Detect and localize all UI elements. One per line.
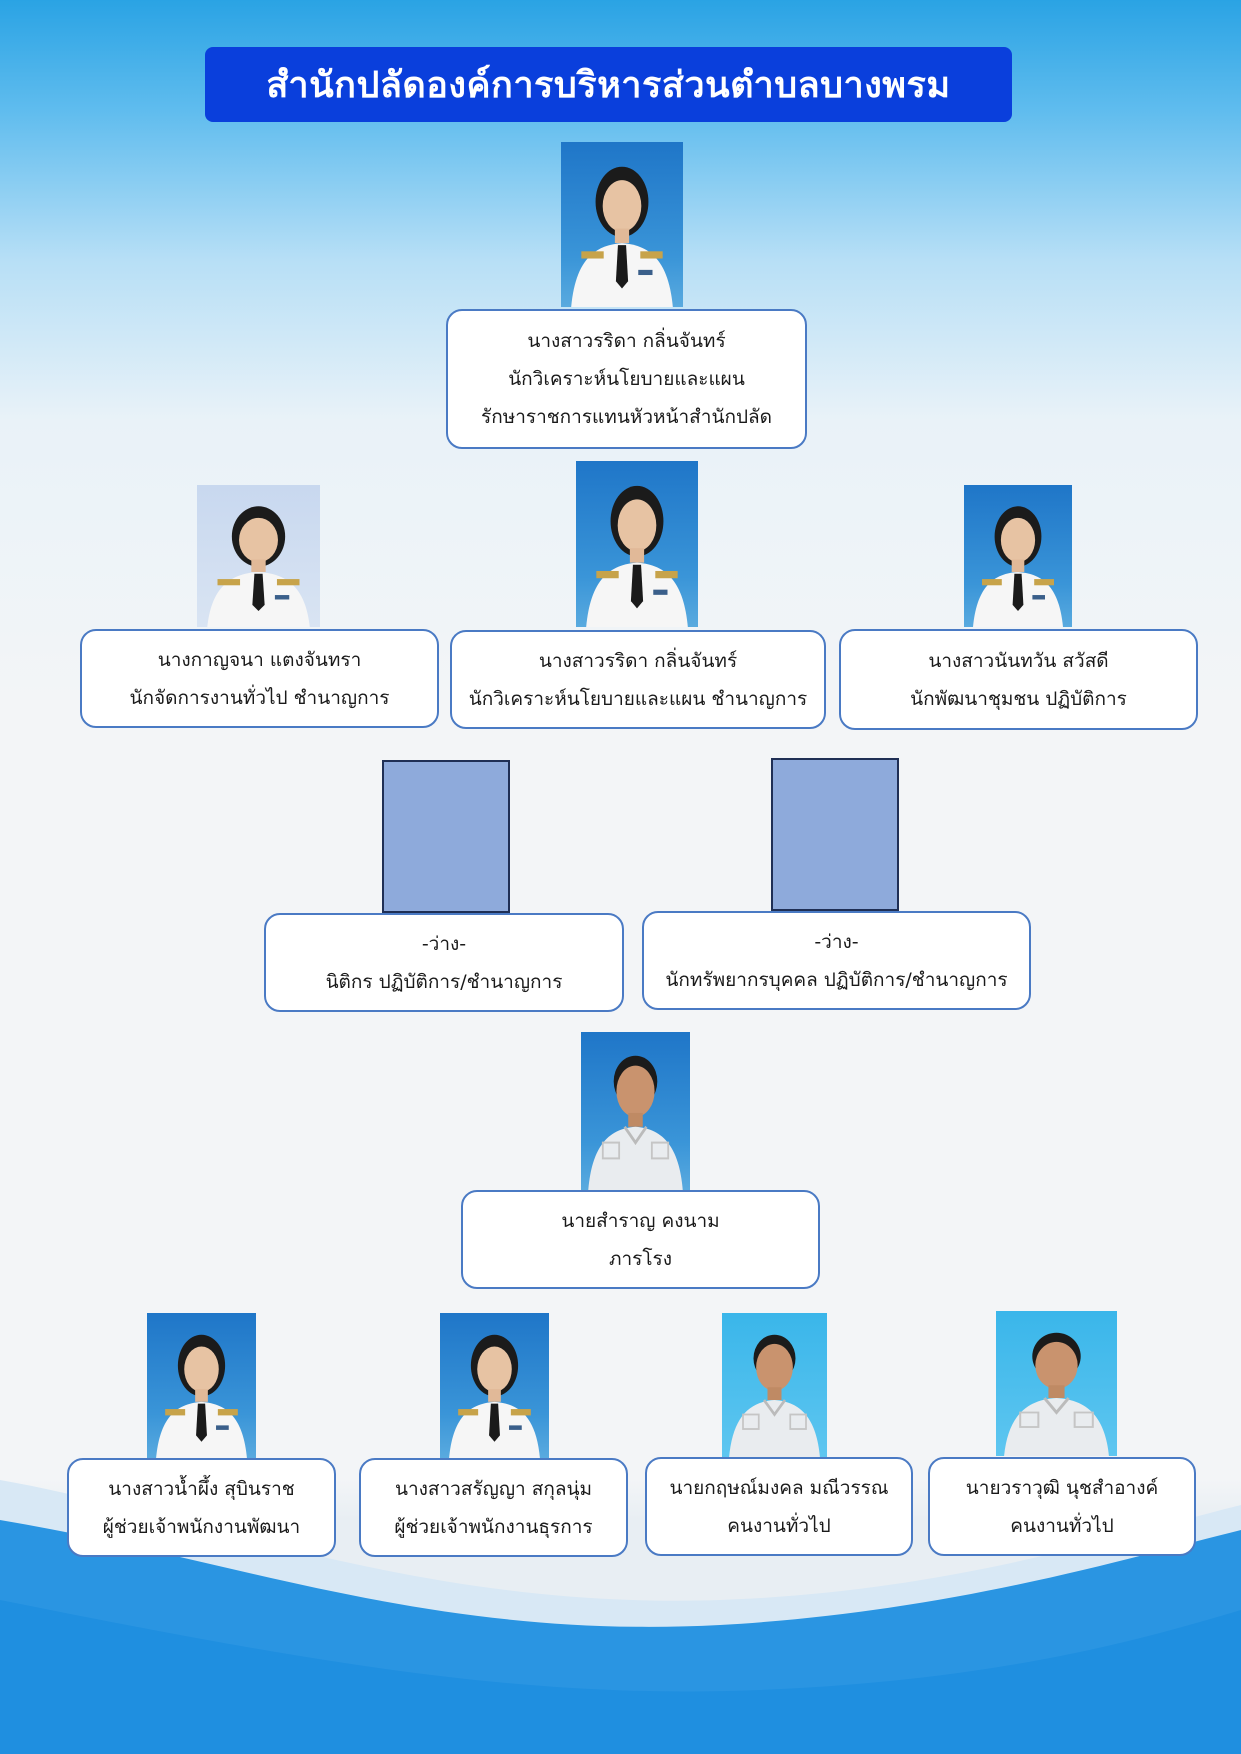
head-photo [561,142,683,307]
assistant-name-2: นางสาวสรัญญา สกุลนุ่ม [394,1477,592,1500]
assistant-card-2: นางสาวสรัญญา สกุลนุ่ม ผู้ช่วยเจ้าพนักงาน… [359,1458,628,1557]
vacant-label-2: -ว่าง- [814,930,859,953]
head-position: นักวิเคราะห์นโยบายและแผน [508,368,745,390]
vacant-card-2: -ว่าง- นักทรัพยากรบุคคล ปฏิบัติการ/ชำนาญ… [642,911,1031,1010]
staff-card-3: นางสาวนันทวัน สวัสดี นักพัฒนาชุมชน ปฏิบั… [839,629,1198,730]
staff-photo-2 [576,461,698,627]
assistant-photo-2 [440,1313,549,1458]
worker-position-1: คนงานทั่วไป [727,1514,831,1537]
staff-card-2: นางสาวรริดา กลิ่นจันทร์ นักวิเคราะห์นโยบ… [450,630,826,729]
janitor-card: นายสำราญ คงนาม ภารโรง [461,1190,820,1289]
page-title: สำนักปลัดองค์การบริหารส่วนตำบลบางพรม [205,47,1012,122]
vacant-photo-placeholder-1 [382,760,510,913]
vacant-position-1: นิติกร ปฏิบัติการ/ชำนาญการ [325,970,563,993]
vacant-card-1: -ว่าง- นิติกร ปฏิบัติการ/ชำนาญการ [264,913,624,1012]
staff-position-2: นักวิเคราะห์นโยบายและแผน ชำนาญการ [468,687,808,710]
assistant-card-1: นางสาวน้ำผึ้ง สุบินราช ผู้ช่วยเจ้าพนักงา… [67,1458,336,1557]
worker-photo-2 [996,1311,1117,1456]
vacant-photo-placeholder-2 [771,758,899,911]
staff-name-2: นางสาวรริดา กลิ่นจันทร์ [538,649,738,672]
head-role: รักษาราชการแทนหัวหน้าสำนักปลัด [481,406,772,428]
staff-photo-1 [197,485,320,627]
head-card: นางสาวรริดา กลิ่นจันทร์ นักวิเคราะห์นโยบ… [446,309,807,449]
janitor-position: ภารโรง [608,1247,673,1270]
head-name: นางสาวรริดา กลิ่นจันทร์ [527,330,726,352]
staff-card-1: นางกาญจนา แตงจันทรา นักจัดการงานทั่วไป ช… [80,629,439,728]
assistant-name-1: นางสาวน้ำผึ้ง สุบินราช [108,1477,295,1500]
worker-card-2: นายวราวุฒิ นุชสำอางค์ คนงานทั่วไป [928,1457,1196,1556]
janitor-photo [581,1032,690,1190]
worker-name-1: นายกฤษณ์มงคล มณีวรรณ [669,1476,889,1499]
worker-name-2: นายวราวุฒิ นุชสำอางค์ [965,1476,1159,1499]
staff-photo-3 [964,485,1072,627]
staff-name-3: นางสาวนันทวัน สวัสดี [928,649,1109,672]
assistant-position-2: ผู้ช่วยเจ้าพนักงานธุรการ [394,1515,593,1538]
vacant-position-2: นักทรัพยากรบุคคล ปฏิบัติการ/ชำนาญการ [665,968,1008,991]
janitor-name: นายสำราญ คงนาม [561,1209,720,1232]
staff-position-3: นักพัฒนาชุมชน ปฏิบัติการ [910,687,1127,710]
assistant-photo-1 [147,1313,256,1458]
assistant-position-1: ผู้ช่วยเจ้าพนักงานพัฒนา [102,1515,301,1538]
worker-position-2: คนงานทั่วไป [1010,1514,1114,1537]
staff-position-1: นักจัดการงานทั่วไป ชำนาญการ [129,686,390,709]
worker-card-1: นายกฤษณ์มงคล มณีวรรณ คนงานทั่วไป [645,1457,913,1556]
vacant-label-1: -ว่าง- [421,932,467,955]
worker-photo-1 [722,1313,827,1458]
staff-name-1: นางกาญจนา แตงจันทรา [157,648,362,671]
